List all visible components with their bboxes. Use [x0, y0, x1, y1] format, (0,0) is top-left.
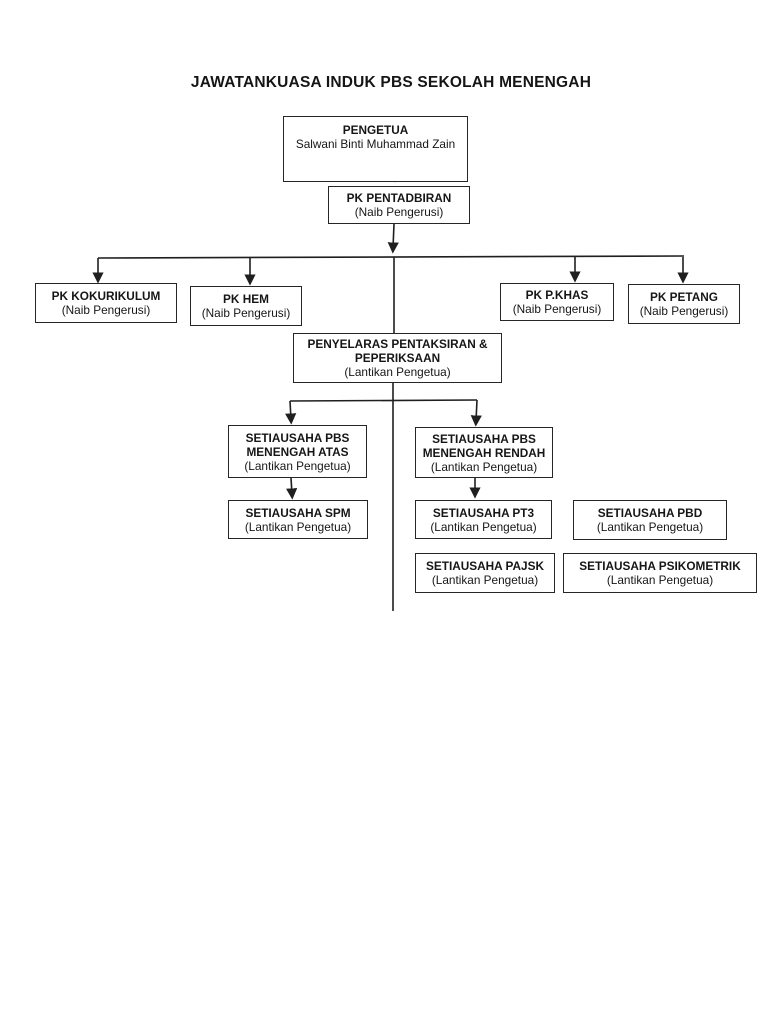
node-title: SETIAUSAHA PT3 [432, 505, 535, 520]
node-title-line2: MENENGAH ATAS [246, 444, 349, 459]
node-subtitle: (Lantikan Pengetua) [430, 459, 538, 474]
org-node-setiausaha-psikometrik: SETIAUSAHA PSIKOMETRIK (Lantikan Pengetu… [563, 553, 757, 593]
node-subtitle: (Lantikan Pengetua) [431, 573, 539, 587]
node-title: PK P.KHAS [525, 288, 589, 302]
node-title: PK PENTADBIRAN [346, 191, 452, 205]
node-title: PENGETUA [342, 123, 409, 137]
org-node-pk-hem: PK HEM (Naib Pengerusi) [190, 286, 302, 326]
node-title: SETIAUSAHA PBS [432, 431, 536, 446]
connector-drop-pbs-rendah [470, 399, 482, 427]
node-subtitle: (Naib Pengerusi) [512, 302, 602, 316]
node-title-line2: PEPERIKSAAN [354, 351, 441, 365]
node-subtitle: (Lantikan Pengetua) [430, 519, 537, 534]
node-title: PK PETANG [650, 290, 718, 304]
node-subtitle: Salwani Binti Muhammad Zain [295, 137, 456, 151]
org-node-pk-petang: PK PETANG (Naib Pengerusi) [628, 284, 740, 324]
org-node-setiausaha-pt3: SETIAUSAHA PT3 (Lantikan Pengetua) [415, 500, 552, 539]
org-node-setiausaha-pbd: SETIAUSAHA PBD (Lantikan Pengetua) [573, 500, 727, 540]
connector-drop-pbs-atas [285, 400, 297, 425]
connector-pentadbiran-mainline [387, 223, 399, 254]
node-subtitle: (Lantikan Pengetua) [244, 458, 351, 473]
node-subtitle: (Lantikan Pengetua) [606, 573, 714, 587]
node-title: SETIAUSAHA PBS [245, 430, 350, 445]
org-node-pk-pentadbiran: PK PENTADBIRAN (Naib Pengerusi) [328, 186, 470, 224]
node-subtitle: (Lantikan Pengetua) [596, 520, 704, 534]
org-node-setiausaha-spm: SETIAUSAHA SPM (Lantikan Pengetua) [228, 500, 368, 539]
node-subtitle: (Naib Pengerusi) [354, 205, 444, 219]
org-node-pk-kokurikulum: PK KOKURIKULUM (Naib Pengerusi) [35, 283, 177, 323]
node-title: PK HEM [223, 292, 269, 306]
node-title: SETIAUSAHA PBD [597, 506, 703, 520]
node-title-line2: MENENGAH RENDAH [422, 445, 546, 460]
node-subtitle: (Naib Pengerusi) [201, 306, 291, 320]
org-node-setiausaha-pbs-menengah-atas: SETIAUSAHA PBS MENENGAH ATAS (Lantikan P… [228, 425, 367, 478]
node-subtitle: (Naib Pengerusi) [61, 303, 151, 317]
connector-branch-horizontal [289, 399, 478, 402]
node-subtitle: (Naib Pengerusi) [639, 304, 729, 318]
org-node-pk-pkhas: PK P.KHAS (Naib Pengerusi) [500, 283, 614, 321]
node-subtitle: (Lantikan Pengetua) [344, 365, 451, 379]
org-node-penyelaras-pentaksiran: PENYELARAS PENTAKSIRAN & PEPERIKSAAN (La… [293, 333, 502, 383]
node-title: PK KOKURIKULUM [51, 289, 161, 303]
org-node-setiausaha-pbs-menengah-rendah: SETIAUSAHA PBS MENENGAH RENDAH (Lantikan… [415, 427, 553, 478]
node-title: PENYELARAS PENTAKSIRAN & [307, 337, 488, 351]
org-node-setiausaha-pajsk: SETIAUSAHA PAJSK (Lantikan Pengetua) [415, 553, 555, 593]
page-title: JAWATANKUASA INDUK PBS SEKOLAH MENENGAH [190, 74, 592, 91]
node-title: SETIAUSAHA PAJSK [426, 559, 544, 573]
connector-atas-spm [286, 477, 298, 500]
node-title: SETIAUSAHA PSIKOMETRIK [579, 559, 741, 573]
node-subtitle: (Lantikan Pengetua) [244, 519, 352, 534]
org-node-pengetua: PENGETUA Salwani Binti Muhammad Zain [283, 116, 468, 182]
connector-main-horizontal-line [97, 255, 685, 259]
node-title: SETIAUSAHA SPM [245, 505, 351, 520]
